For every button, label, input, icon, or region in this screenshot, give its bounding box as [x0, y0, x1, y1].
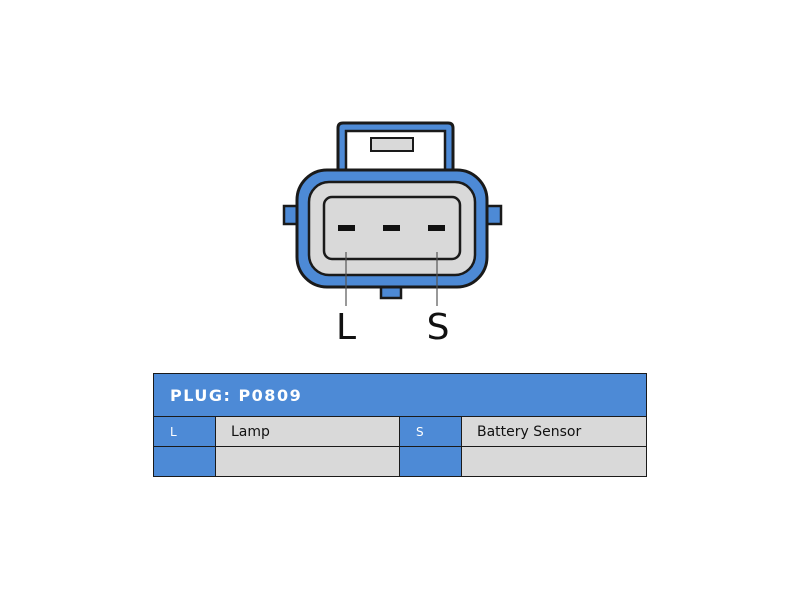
pin-1 [338, 225, 355, 231]
latch-tab [370, 137, 414, 152]
pin-desc-cell: Lamp [215, 416, 400, 447]
pin-desc-cell [460, 446, 648, 477]
table-row: L Lamp S Battery Sensor [153, 416, 648, 447]
pin-code-cell [153, 446, 216, 477]
plug-pinout-table: PLUG: P0809 L Lamp S Battery Sensor [152, 373, 648, 477]
plug-title: PLUG: P0809 [152, 373, 648, 417]
pin-code-cell: L [153, 416, 216, 447]
pin-desc-cell [215, 446, 400, 477]
table-header-row: PLUG: P0809 [152, 373, 648, 417]
pin-desc-cell: Battery Sensor [460, 416, 648, 447]
pin-label-l: L [336, 307, 356, 348]
pin-label-s: S [427, 307, 450, 348]
pin-code-cell [399, 446, 462, 477]
pin-code-cell: S [399, 416, 462, 447]
connector-diagram: L S [282, 121, 503, 348]
pin-3 [428, 225, 445, 231]
table-row [153, 446, 648, 477]
pin-2 [383, 225, 400, 231]
